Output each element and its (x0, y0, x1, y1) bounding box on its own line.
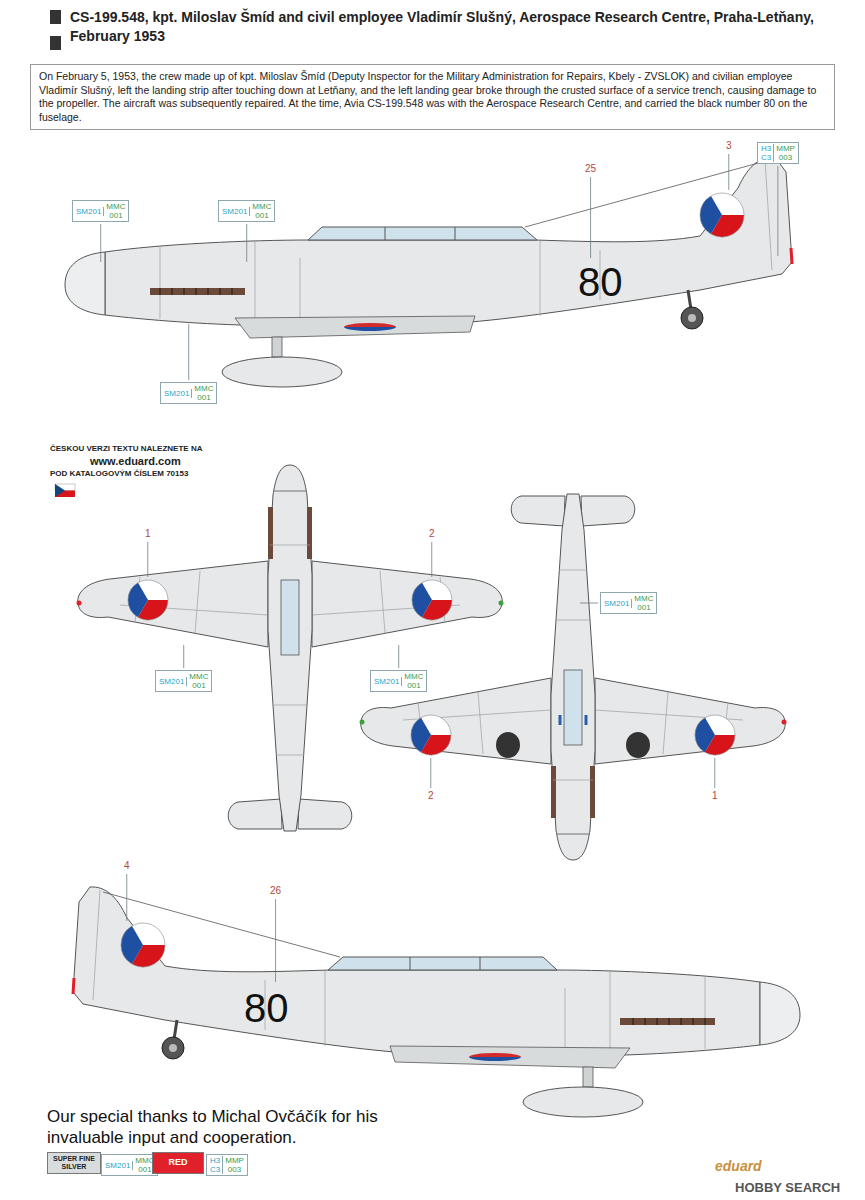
paint-code-alt: MMC 001 (250, 202, 273, 220)
roundel-sector (700, 196, 722, 234)
leader-line (714, 758, 715, 788)
leader-line (147, 542, 148, 577)
roundel-outline (695, 715, 735, 755)
leader-line (777, 166, 778, 256)
leader-line (275, 899, 276, 982)
legend-swatch: RED (152, 1152, 204, 1174)
roundel (412, 580, 452, 620)
paint-code-alt: MMC 001 (192, 384, 215, 402)
roundel-outline (412, 580, 452, 620)
legend-swatch: SUPER FINE SILVER (47, 1152, 101, 1174)
callout-number: 26 (270, 885, 281, 897)
watermark: eduard (715, 1158, 762, 1175)
callout-number: 1 (145, 528, 151, 540)
paint-code: SM201 (74, 207, 104, 216)
roundel-sector (411, 718, 431, 753)
website: www.eduard.com (90, 455, 181, 468)
paint-code: SM201 (103, 1161, 133, 1170)
color-code-box: SM201MMC 001 (218, 200, 275, 222)
color-code-box: SM201MMC 001 (600, 592, 657, 614)
paint-code: SM201 (162, 389, 192, 398)
paint-code-alt: MMP 003 (774, 144, 797, 162)
callout-number: 2 (429, 528, 435, 540)
leader-line (728, 154, 729, 190)
leader-line (246, 224, 247, 262)
paint-code-alt: MMP 003 (223, 1156, 246, 1174)
roundels (121, 193, 744, 967)
leader-line (430, 758, 431, 788)
roundel-sector (412, 583, 432, 618)
leader-line (431, 542, 432, 577)
roundel (695, 715, 735, 755)
roundel-outline (700, 193, 744, 237)
color-code-box: H3 C3MMP 003 (206, 1154, 248, 1176)
paint-code: SM201 (157, 677, 187, 686)
leader-line (126, 874, 127, 921)
paint-code: H3 C3 (208, 1156, 223, 1174)
legend-text: SUPER FINE SILVER (51, 1155, 97, 1170)
wheel-well (496, 732, 520, 758)
leader-line (188, 324, 189, 380)
bottom-view (360, 494, 787, 860)
flag-blue (55, 484, 65, 497)
title: CS-199.548, kpt. Miloslav Šmíd and civil… (70, 8, 860, 46)
roundel (121, 923, 165, 967)
color-code-box: SM201MMC 001 (72, 200, 129, 222)
paint-code: SM201 (220, 207, 250, 216)
callout-number: 25 (585, 163, 596, 175)
upper-profile (65, 157, 792, 387)
lower-profile (73, 887, 800, 1117)
top-view (77, 465, 504, 831)
wheel-well (626, 732, 650, 758)
leader-line (398, 645, 399, 668)
roundel-sector (695, 718, 715, 753)
paint-code-alt: MMC 001 (402, 672, 425, 690)
paint-code: SM201 (372, 677, 402, 686)
roundel (411, 715, 451, 755)
title-mark (50, 36, 61, 50)
fuselage-number: 80 (578, 262, 623, 302)
roundel-sector (128, 583, 148, 618)
color-code-box: SM201MMC 001 (370, 670, 427, 692)
leader-line (580, 603, 598, 604)
paint-code: H3 C3 (759, 144, 774, 162)
color-code-box: SM201MMC 001 (101, 1154, 158, 1176)
roundel-outline (411, 715, 451, 755)
roundel-sector (121, 926, 143, 964)
color-code-box: H3 C3MMP 003 (757, 142, 799, 164)
thanks-note: Our special thanks to Michal Ovčáčík for… (47, 1106, 392, 1148)
color-code-box: SM201MMC 001 (155, 670, 212, 692)
title-mark (50, 10, 61, 24)
roundel (700, 193, 744, 237)
note: ČESKOU VERZI TEXTU NALEZNETE NA (50, 444, 202, 454)
paint-code: SM201 (602, 599, 632, 608)
leader-lines (101, 154, 778, 982)
roundel-outline (128, 580, 168, 620)
fuselage-number: 80 (244, 988, 289, 1028)
legend-text: RED (168, 1158, 187, 1168)
caption: On February 5, 1953, the crew made up of… (30, 64, 835, 130)
color-code-box: SM201MMC 001 (160, 382, 217, 404)
paint-code-alt: MMC 001 (104, 202, 127, 220)
callout-number: 2 (428, 790, 434, 802)
paint-code-alt: MMC 001 (187, 672, 210, 690)
paint-code-alt: MMC 001 (632, 594, 655, 612)
callout-number: 1 (712, 790, 718, 802)
watermark: HOBBY SEARCH (735, 1180, 840, 1196)
callout-number: 4 (124, 860, 130, 872)
roundel-outline (121, 923, 165, 967)
roundel (128, 580, 168, 620)
note: POD KATALOGOVÝM ČÍSLEM 70153 (50, 469, 188, 479)
callout-number: 3 (726, 140, 732, 152)
leader-line (590, 177, 591, 258)
leader-line (100, 224, 101, 262)
radiator-marks (560, 715, 586, 725)
leader-line (183, 645, 184, 668)
